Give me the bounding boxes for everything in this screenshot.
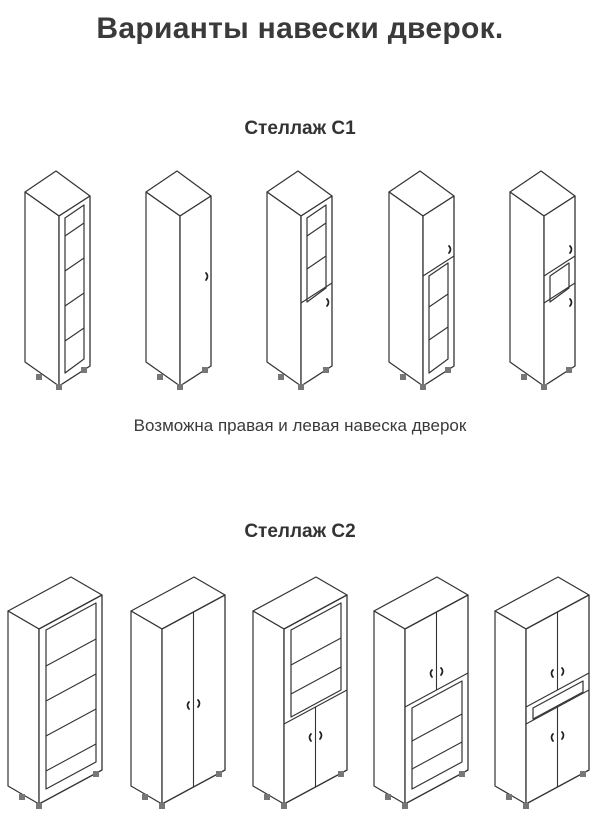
section-title-c2: Стеллаж С2: [244, 521, 356, 542]
c1-cabinet-lower-door: [264, 168, 336, 390]
page-title: Варианты навески дверок.: [96, 12, 504, 45]
c2-cabinet-full-doors: [128, 574, 228, 809]
c1-cabinet-open: [22, 168, 94, 390]
c2-cabinet-lower-doors: [250, 574, 350, 809]
c1-cabinet-upper-door: [386, 168, 458, 390]
hinge-note: Возможна правая и левая навеска дверок: [133, 416, 467, 435]
c2-cabinet-upper-lower-doors: [492, 574, 592, 809]
c1-cabinet-full-door: [143, 168, 215, 390]
c2-cabinet-open: [5, 574, 105, 809]
section-title-c1: Стеллаж С1: [244, 118, 356, 139]
c2-cabinet-upper-doors: [371, 574, 471, 809]
c1-cabinet-upper-lower-doors: [507, 168, 579, 390]
